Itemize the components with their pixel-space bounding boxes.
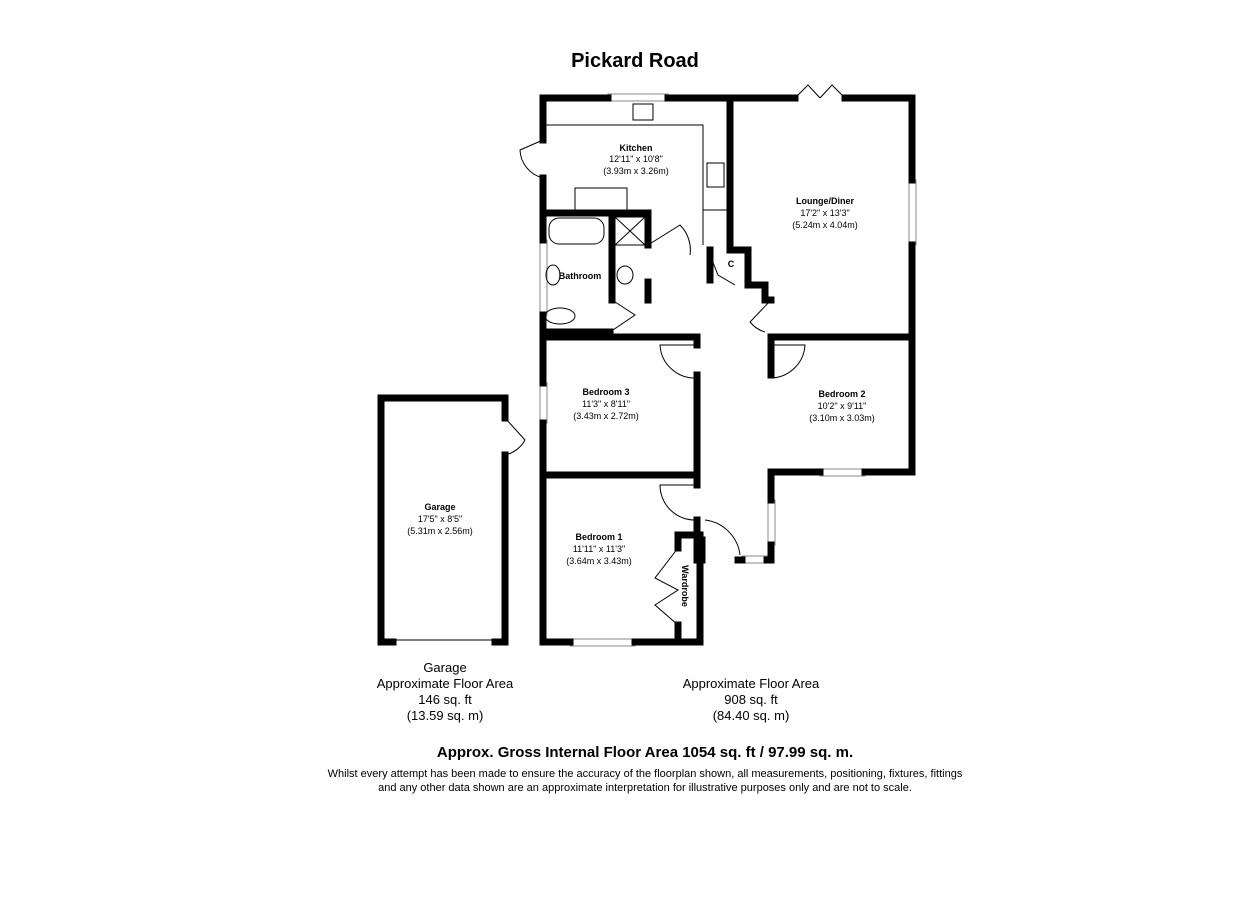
plan-title: Pickard Road (571, 50, 699, 72)
main-area-sqm: (84.40 sq. m) (712, 708, 790, 723)
room-bedroom1: Bedroom 1 11'11" x 11'3" (3.64m x 3.43m) (566, 532, 632, 566)
main-area: Approximate Floor Area 908 sq. ft (84.40… (651, 676, 851, 724)
room-lounge: Lounge/Diner 17'2" x 13'3" (5.24m x 4.04… (792, 196, 858, 230)
room-imperial: 17'5" x 8'5" (418, 514, 462, 524)
room-imperial: 17'2" x 13'3" (800, 208, 849, 218)
room-name: Bedroom 1 (575, 532, 622, 542)
room-bathroom: Bathroom (559, 271, 602, 281)
room-bedroom2: Bedroom 2 10'2" x 9'11" (3.10m x 3.03m) (809, 389, 875, 423)
main-area-sqft: 908 sq. ft (724, 692, 778, 707)
room-metric: (3.93m x 3.26m) (603, 166, 669, 176)
room-garage: Garage 17'5" x 8'5" (5.31m x 2.56m) (407, 502, 473, 536)
room-imperial: 12'11" x 10'8" (609, 154, 663, 164)
main-area-caption: Approximate Floor Area (682, 676, 820, 691)
garage-area-label: Garage (423, 660, 467, 675)
doors-fixtures (504, 84, 846, 626)
garage-area-sqft: 146 sq. ft (418, 692, 472, 707)
disclaimer-line: Whilst every attempt has been made to en… (327, 768, 963, 780)
room-name: Kitchen (619, 143, 652, 153)
room-wardrobe: Wardrobe (680, 565, 690, 607)
room-cupboard: C (728, 259, 735, 269)
room-kitchen: Kitchen 12'11" x 10'8" (3.93m x 3.26m) (603, 143, 669, 176)
room-imperial: 10'2" x 9'11" (818, 401, 867, 411)
windows (395, 93, 917, 647)
room-metric: (5.31m x 2.56m) (407, 526, 473, 536)
garage-area-caption: Approximate Floor Area (376, 676, 514, 691)
room-imperial: 11'3" x 8'11" (582, 399, 630, 409)
room-name: Bedroom 2 (818, 389, 865, 399)
room-metric: (3.43m x 2.72m) (573, 411, 639, 421)
garage-area: Garage Approximate Floor Area 146 sq. ft… (345, 660, 545, 724)
room-name: Lounge/Diner (796, 196, 854, 206)
room-imperial: 11'11" x 11'3" (573, 544, 625, 554)
room-name: Bedroom 3 (582, 387, 629, 397)
garage-area-sqm: (13.59 sq. m) (406, 708, 484, 723)
room-metric: (3.10m x 3.03m) (809, 413, 875, 423)
walls (377, 94, 916, 646)
room-metric: (3.64m x 3.43m) (566, 556, 632, 566)
room-name: Garage (424, 502, 455, 512)
room-metric: (5.24m x 4.04m) (792, 220, 858, 230)
disclaimer-line: and any other data shown are an approxim… (378, 782, 912, 794)
room-bedroom3: Bedroom 3 11'3" x 8'11" (3.43m x 2.72m) (573, 387, 639, 421)
gross-area: Approx. Gross Internal Floor Area 1054 s… (436, 744, 854, 761)
disclaimer: Whilst every attempt has been made to en… (0, 767, 1235, 795)
